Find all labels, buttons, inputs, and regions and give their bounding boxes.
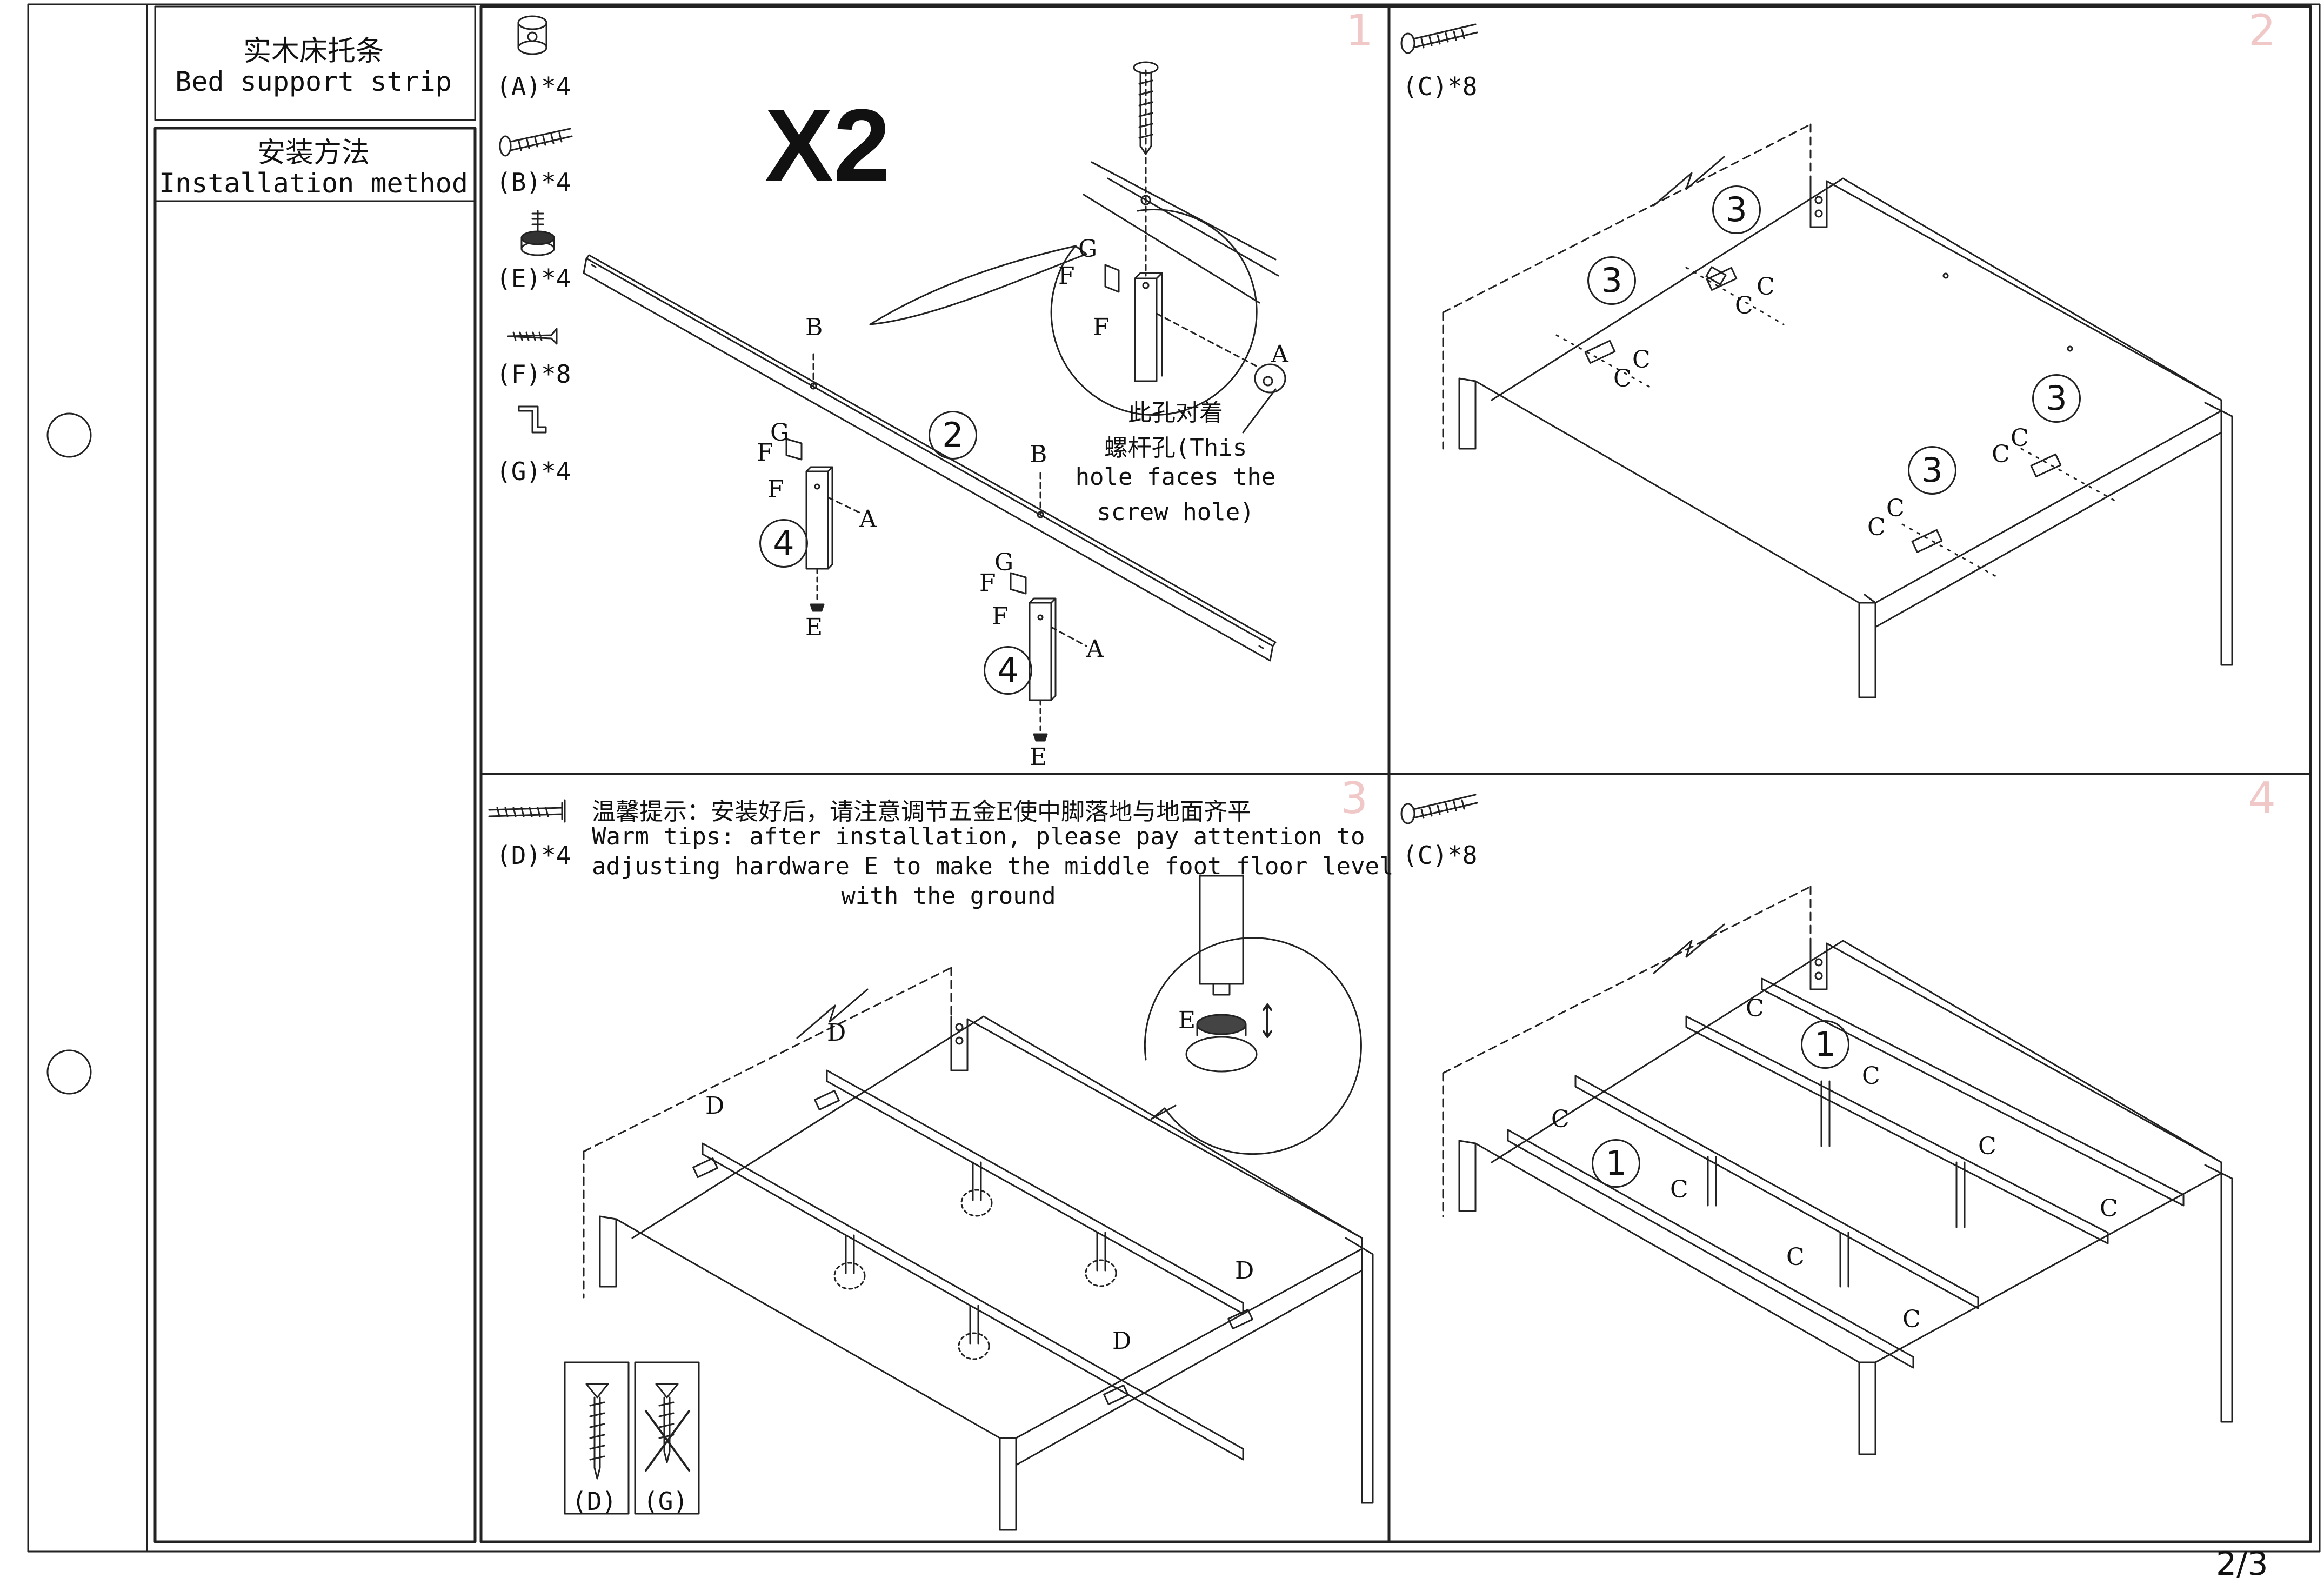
punch-hole-top [46,412,92,458]
label-b-right: B [1030,441,1047,468]
warm-tip-en-1: Warm tips: after installation, please pa… [592,823,1365,850]
screw-no-label: (G) [643,1487,689,1516]
label-d-3: D [1235,1257,1254,1284]
circled-number-4-right: 4 [984,646,1032,695]
part-b-count: (B)*4 [496,168,571,197]
label-a-right: A [1086,635,1104,663]
leg-right [1010,572,1087,742]
label-c-s4-6: C [2100,1195,2118,1222]
label-f-left-bottom: F [767,476,784,503]
sidebar-method-en: Installation method [159,168,468,199]
leg-left [785,438,860,612]
label-c-s2-2: C [1735,292,1753,320]
label-c-s4-8: C [1902,1306,1921,1333]
sidebar-title-cn: 实木床托条 [243,35,384,68]
label-f-detail-top: F [1058,262,1075,290]
detail-callout [869,69,1286,434]
page-number: 2/3 [2216,1545,2268,1583]
part-icon-e [520,210,555,256]
label-d-2: D [705,1092,725,1120]
part-icon-c-4 [1400,794,1478,824]
label-g-left: G [770,419,790,447]
label-a-left: A [859,505,877,533]
bed-frame-4 [1442,886,2233,1455]
part-d-count: (D)*4 [496,841,571,870]
part-g-count: (G)*4 [496,457,571,486]
part-icon-b [499,128,573,157]
callout-line-1: 此孔对着 [1128,399,1223,427]
label-b-left: B [805,314,823,341]
circled-number-4-left: 4 [759,519,808,568]
part-icon-g [518,405,547,434]
page-border [27,3,2321,1553]
part-a-count: (A)*4 [496,72,571,101]
label-g-detail: G [1078,235,1098,263]
label-f-right-bottom: F [992,603,1009,630]
step-number-1: 1 [1346,5,1373,56]
label-c-s2-8: C [1867,514,1886,541]
label-f-detail-bottom: F [1093,314,1110,341]
label-c-s2-6: C [1992,441,2010,468]
label-g-right: G [994,549,1014,576]
warm-tip-cn: 温馨提示：安装好后，请注意调节五金E使中脚落地与地面齐平 [592,798,1252,826]
punch-hole-bottom [46,1049,92,1095]
part-c-count-step4: (C)*8 [1403,841,1478,870]
step-number-3: 3 [1340,773,1368,823]
circled-3-top-left: 3 [1587,256,1636,305]
sidebar-method-cn: 安装方法 [257,137,370,169]
step-number-2: 2 [2248,5,2276,56]
label-c-s2-3: C [1632,346,1651,374]
label-a-detail: A [1271,341,1288,368]
part-icon-d [488,799,566,823]
sidebar-title-en: Bed support strip [175,66,452,97]
circled-1-top: 1 [1801,1020,1849,1069]
step-number-4: 4 [2248,773,2276,823]
part-icon-f [507,328,558,345]
warm-tip-en-3: with the ground [841,882,1056,910]
screw-compare [564,1361,700,1515]
circled-1-bottom: 1 [1592,1139,1640,1188]
label-d-4: D [1112,1327,1132,1355]
part-e-count: (E)*4 [496,264,571,293]
quantity-x2: X2 [765,88,891,203]
circled-3-bottom-right: 3 [2032,374,2081,423]
label-c-s2-7: C [1886,495,1905,522]
label-c-s2-4: C [1613,365,1632,392]
part-icon-a [517,15,547,55]
label-d-1: D [827,1019,846,1047]
callout-line-2: 螺杆孔(This [1104,434,1247,462]
label-f-right-top: F [979,569,996,597]
part-f-count: (F)*8 [496,360,571,389]
callout-line-3: hole faces the [1075,463,1276,491]
label-e-left: E [805,614,823,641]
label-e-right: E [1030,743,1047,771]
label-c-s2-1: C [1757,273,1775,301]
label-c-s2-5: C [2011,424,2029,452]
label-c-s4-2: C [1862,1062,1880,1090]
circled-3-top-right: 3 [1712,185,1761,234]
part-icon-c-2 [1400,23,1478,54]
screw-ok-label: (D) [572,1487,617,1516]
label-c-s4-3: C [1551,1106,1570,1133]
callout-line-4: screw hole) [1097,498,1254,526]
warm-tip-en-2: adjusting hardware E to make the middle … [592,853,1394,880]
label-c-s4-5: C [1670,1176,1688,1203]
circled-3-bottom-left: 3 [1908,446,1956,495]
circled-number-2: 2 [929,411,977,460]
label-c-s4-1: C [1746,995,1764,1022]
foot-detail-callout [1144,875,1362,1155]
bed-frame-3 [583,967,1374,1531]
screw-b-vertical [1133,61,1159,155]
label-c-s4-4: C [1978,1133,1996,1160]
part-c-count-step2: (C)*8 [1403,72,1478,101]
bed-frame-2 [1442,123,2233,698]
label-f-left-top: F [757,439,773,467]
label-e-foot: E [1178,1007,1196,1034]
label-c-s4-7: C [1786,1243,1805,1271]
